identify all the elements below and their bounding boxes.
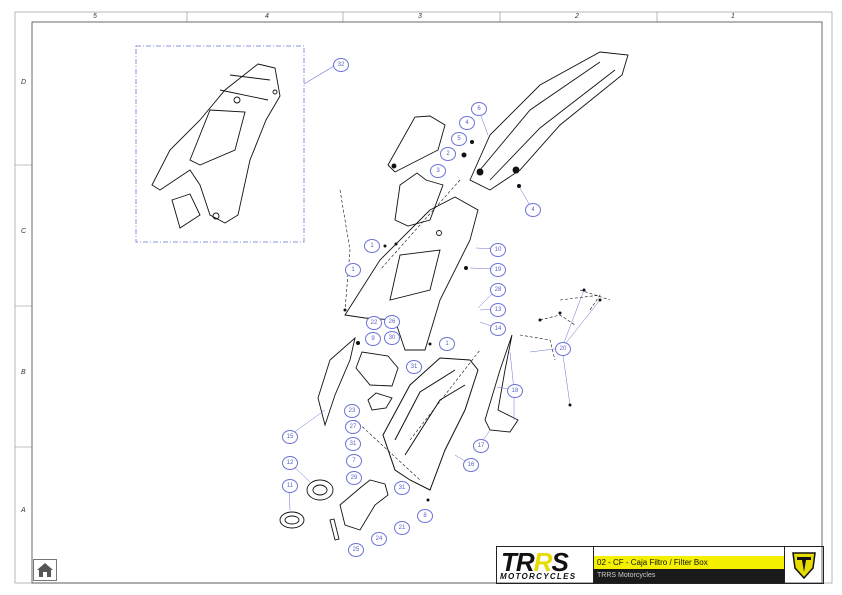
callout[interactable]: 28 (490, 283, 506, 297)
callout[interactable]: 1 (364, 239, 380, 253)
callout[interactable]: 20 (555, 342, 571, 356)
row-label: A (21, 507, 26, 514)
callout[interactable]: 15 (282, 430, 298, 444)
callout[interactable]: 22 (366, 316, 382, 330)
callout[interactable]: 2 (440, 147, 456, 161)
logo-text: TRRS (501, 547, 569, 577)
company-name: TRRS Motorcycles (594, 569, 784, 583)
intake-drawing (279, 479, 389, 541)
callout[interactable]: 16 (463, 458, 479, 472)
callout[interactable]: 6 (471, 102, 487, 116)
callout[interactable]: 21 (394, 521, 410, 535)
callout[interactable]: 14 (490, 322, 506, 336)
callout[interactable]: 9 (365, 332, 381, 346)
airbox-cover-drawing (344, 196, 479, 351)
callout[interactable]: 31 (394, 481, 410, 495)
callout[interactable]: 18 (507, 384, 523, 398)
callout[interactable]: 31 (345, 437, 361, 451)
callout[interactable]: 31 (406, 360, 422, 374)
column-label: 3 (418, 13, 422, 20)
callout[interactable]: 8 (417, 509, 433, 523)
callout[interactable]: 3 (430, 164, 446, 178)
column-label: 5 (93, 13, 97, 20)
callout[interactable]: 7 (346, 454, 362, 468)
column-label: 2 (575, 13, 579, 20)
callout[interactable]: 30 (384, 331, 400, 345)
column-label: 1 (731, 13, 735, 20)
callout[interactable]: 24 (371, 532, 387, 546)
title-info: 02 - CF - Caja Filtro / Filter Box TRRS … (594, 547, 784, 583)
callout[interactable]: 32 (333, 58, 349, 72)
home-button[interactable] (33, 559, 57, 581)
callout[interactable]: 19 (490, 263, 506, 277)
brand-logo: TRRS MOTORCYCLES (497, 547, 594, 583)
callout[interactable]: 1 (345, 263, 361, 277)
callout[interactable]: 4 (525, 203, 541, 217)
callout[interactable]: 12 (282, 456, 298, 470)
logo-subtext: MOTORCYCLES (500, 572, 577, 581)
callout[interactable]: 23 (344, 404, 360, 418)
callout[interactable]: 4 (459, 116, 475, 130)
airbox-drawing (382, 357, 479, 491)
row-label: D (21, 79, 27, 86)
callout[interactable]: 25 (348, 543, 364, 557)
callout[interactable]: 13 (490, 303, 506, 317)
callout[interactable]: 1 (439, 337, 455, 351)
home-icon (37, 563, 53, 577)
callout[interactable]: 5 (451, 132, 467, 146)
inset-assembly-drawing (151, 63, 281, 229)
callout[interactable]: 17 (473, 439, 489, 453)
callout[interactable]: 29 (346, 471, 362, 485)
row-label: B (21, 369, 26, 376)
column-label: 4 (265, 13, 269, 20)
callout[interactable]: 11 (282, 479, 298, 493)
rear-fender-drawing (469, 51, 629, 191)
callout[interactable]: 10 (490, 243, 506, 257)
title-block: TRRS MOTORCYCLES 02 - CF - Caja Filtro /… (496, 546, 824, 584)
brand-badge-icon (784, 547, 823, 583)
callout[interactable]: 26 (384, 315, 400, 329)
row-label: C (21, 228, 27, 235)
callout[interactable]: 27 (345, 420, 361, 434)
drawing-title: 02 - CF - Caja Filtro / Filter Box (594, 556, 784, 569)
